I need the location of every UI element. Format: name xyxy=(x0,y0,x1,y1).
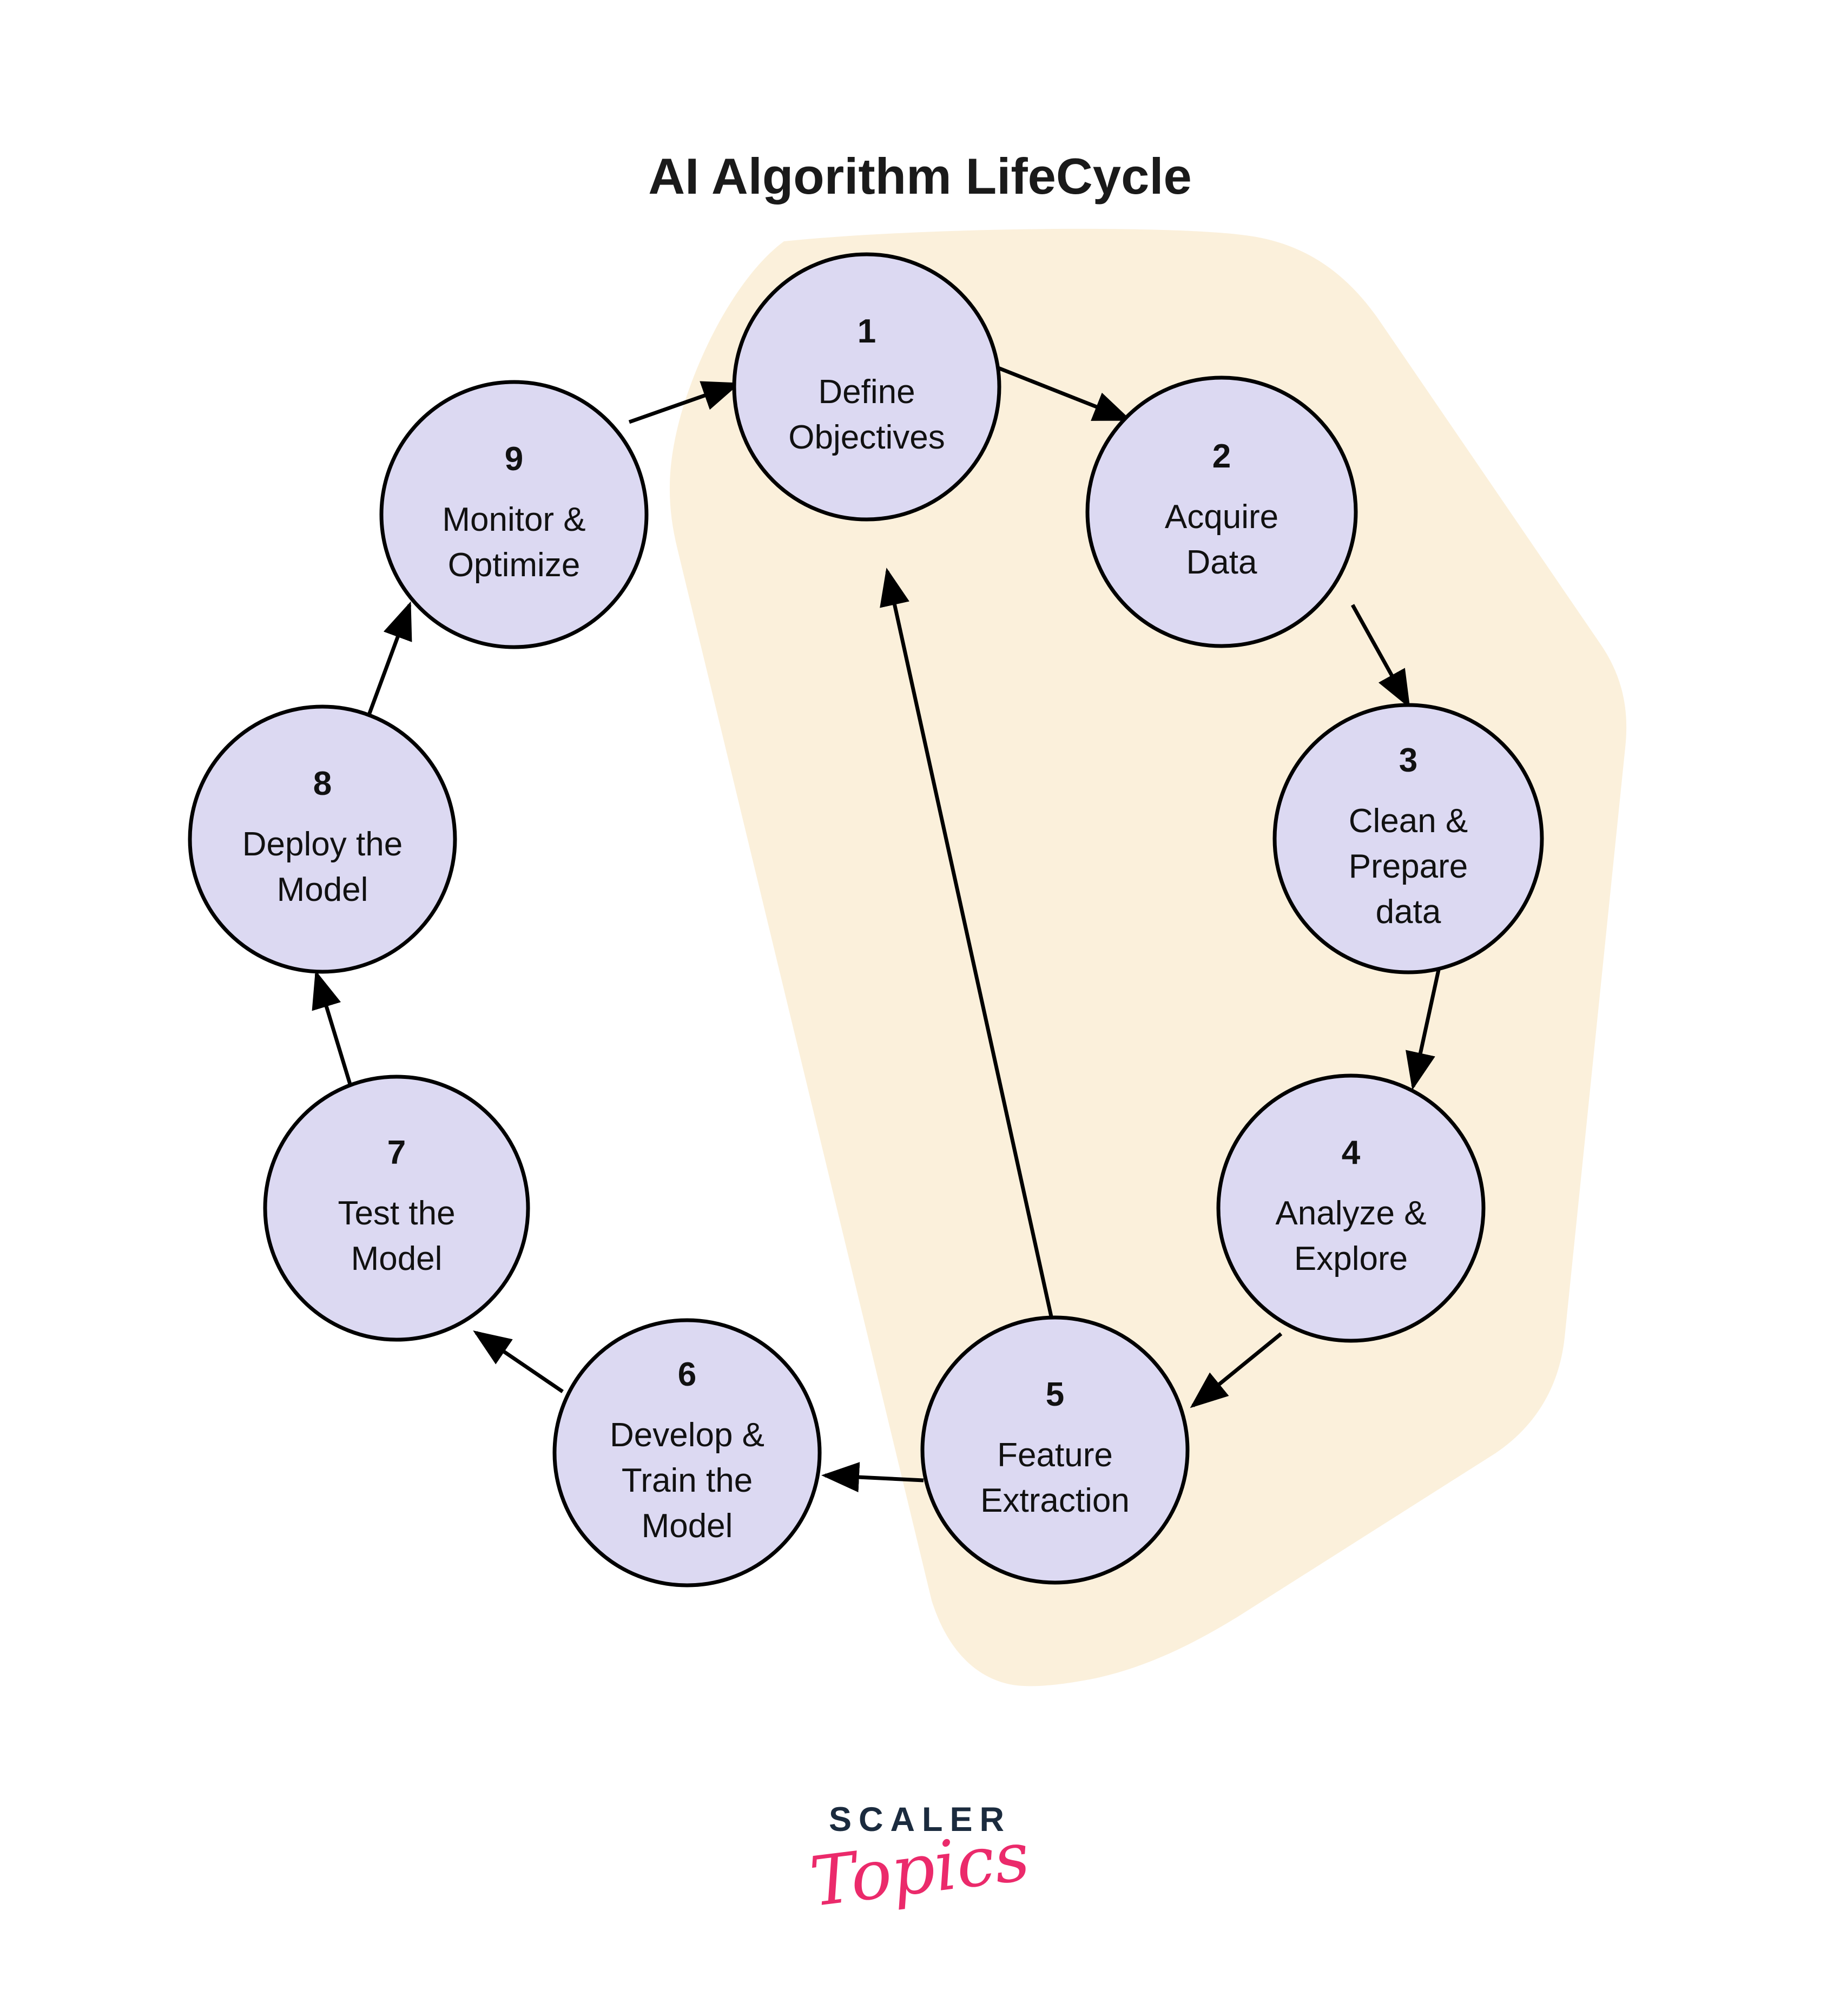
arrow-step6-to-step7 xyxy=(473,1330,564,1393)
arrow-step8-to-step9 xyxy=(367,601,412,716)
arrow-step1-to-step2 xyxy=(986,361,1132,421)
step-1-define-objectives-circle xyxy=(732,252,1001,522)
scaler-logo-text: SCALER xyxy=(828,1801,1011,1839)
step-4-analyze-explore-circle xyxy=(1216,1073,1486,1343)
step-6-develop-train-model-circle xyxy=(552,1318,822,1587)
arrow-step3-to-step4 xyxy=(1406,967,1441,1090)
step-7-test-model-circle xyxy=(263,1075,530,1342)
scaler-topics-logo: SCALER Topics xyxy=(0,1801,1840,1922)
step-2-acquire-data-circle xyxy=(1085,375,1358,648)
arrow-step5-to-step1-feedback xyxy=(880,568,1053,1317)
step-8-deploy-model-circle xyxy=(188,704,457,974)
step-3-clean-prepare-data-circle xyxy=(1272,703,1544,974)
arrow-step9-to-step1 xyxy=(628,381,741,424)
step-5-feature-extraction-circle xyxy=(920,1315,1190,1585)
arrow-step7-to-step8 xyxy=(312,970,353,1087)
arrow-step4-to-step5 xyxy=(1190,1332,1283,1408)
arrow-step5-to-step6 xyxy=(821,1462,924,1493)
step-9-monitor-optimize-circle xyxy=(379,380,649,649)
arrow-step2-to-step3 xyxy=(1350,604,1410,709)
diagram-title: AI Algorithm LifeCycle xyxy=(648,148,1192,205)
